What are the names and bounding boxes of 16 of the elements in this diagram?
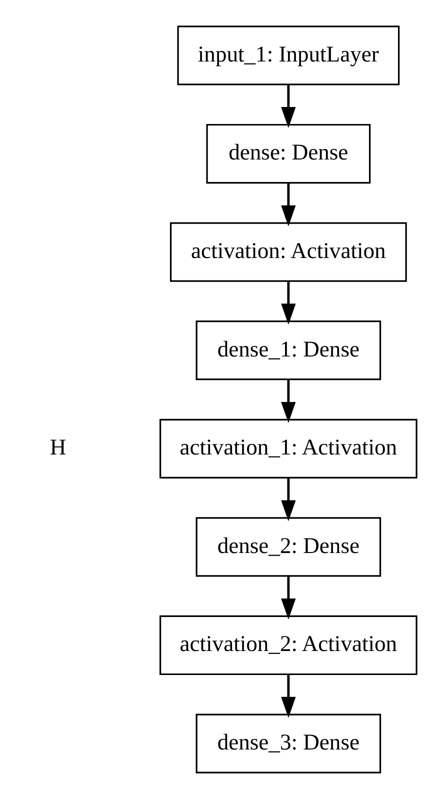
arrow — [281, 182, 296, 226]
arrow — [281, 674, 296, 718]
label: H — [50, 434, 66, 460]
arrow — [281, 84, 296, 128]
node-box: activation: Activation — [170, 222, 407, 282]
node-box: activation_1: Activation — [160, 418, 418, 478]
node-box: dense: Dense — [206, 124, 371, 184]
arrow — [281, 478, 296, 522]
arrow — [281, 379, 296, 423]
node-box: dense_2: Dense — [196, 517, 382, 577]
arrow — [281, 281, 296, 325]
node-box: dense_1: Dense — [196, 320, 382, 380]
node-box: activation_2: Activation — [160, 615, 418, 676]
node-box: dense_3: Dense — [196, 714, 382, 774]
arrow — [281, 576, 296, 620]
node-box: input_1: InputLayer — [177, 26, 400, 86]
